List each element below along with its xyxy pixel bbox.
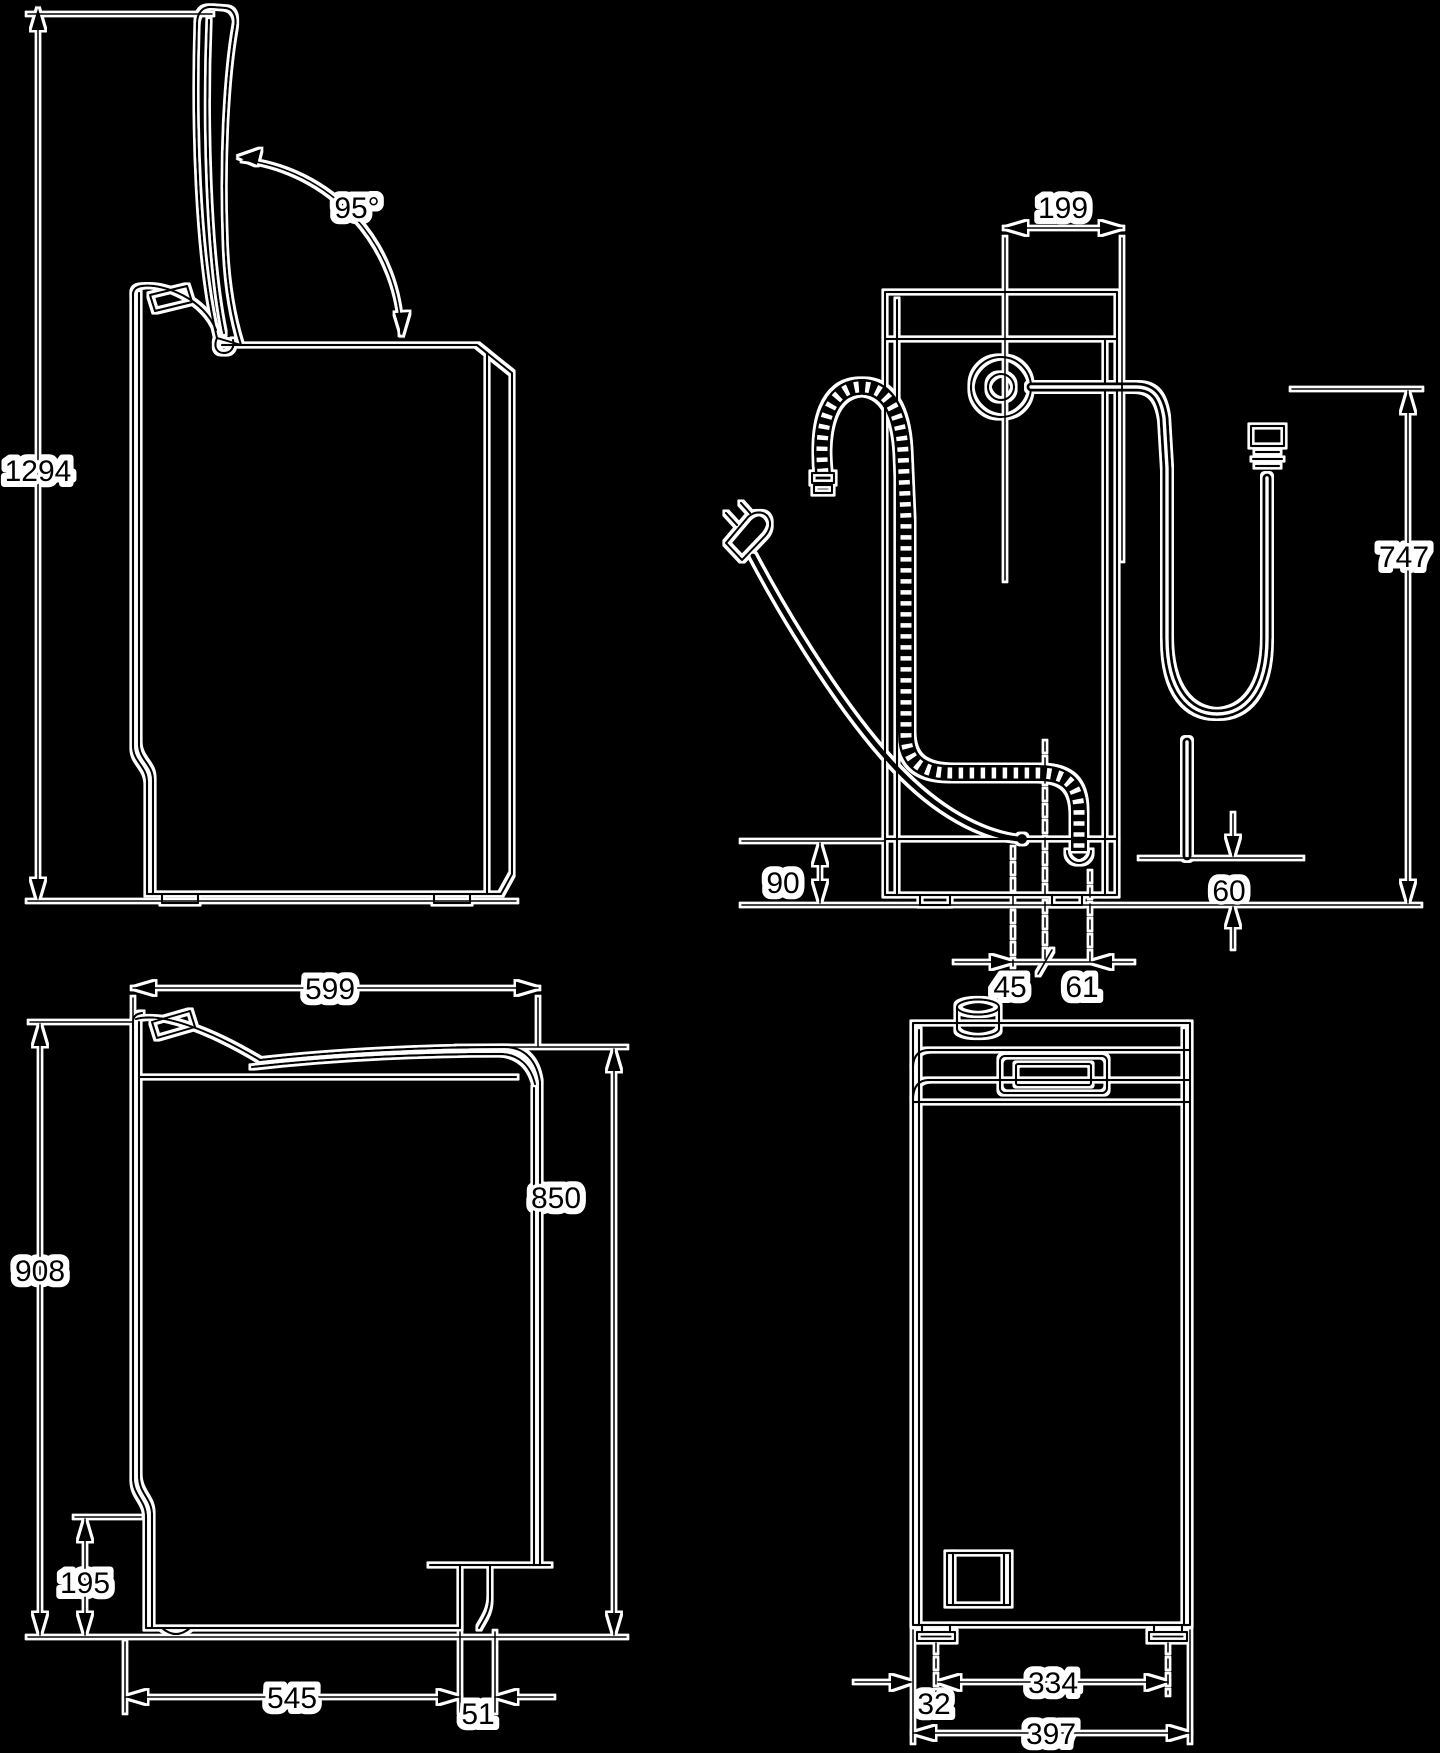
dim-label-bottom-offset-b: 61 <box>1065 971 1098 1004</box>
foot <box>432 892 472 905</box>
view-side-lid-open: 1294 95° <box>1 5 517 905</box>
dim-label-valve-offset: 199 <box>1038 192 1088 225</box>
handle-recess <box>998 1054 1109 1095</box>
dim-label-height-body: 850 <box>531 1182 581 1215</box>
hose-end <box>1065 849 1093 865</box>
machine-body-sideview <box>911 998 1192 1643</box>
view-rear: 199 747 90 60 <box>724 189 1433 1008</box>
dim-label-base-width: 545 <box>267 1682 317 1715</box>
hose-connector <box>1249 424 1286 468</box>
dimension-width: 599 <box>132 970 539 1047</box>
foot <box>918 893 952 907</box>
foot <box>160 892 200 905</box>
drain-hose <box>810 378 1192 865</box>
dimension-total-height: 1294 <box>1 8 213 901</box>
top-knob <box>955 998 1001 1038</box>
view-front: 599 908 850 195 <box>11 970 627 1735</box>
adjustable-feet <box>915 1623 1189 1643</box>
dim-label-width: 599 <box>305 973 355 1006</box>
dimension-lid-angle: 95° <box>238 149 409 336</box>
panel-knob <box>148 284 194 313</box>
dimension-base-width: 545 <box>124 1631 461 1719</box>
dimension-height-body: 850 <box>456 1046 627 1636</box>
dimension-base-depth: 397 <box>912 1629 1191 1753</box>
dimension-height-max: 908 <box>11 1021 134 1636</box>
dimension-feet-spacing: 334 <box>935 1642 1169 1704</box>
machine-body-side <box>27 5 517 905</box>
filter-access-panel <box>945 1551 1012 1607</box>
dim-label-feet-spacing: 334 <box>1028 1667 1078 1700</box>
open-lid <box>194 5 243 347</box>
dimension-valve-offset: 199 <box>1004 189 1123 581</box>
hose-clamp <box>810 471 836 495</box>
dim-label-base-side: 51 <box>461 1698 494 1731</box>
dim-label-inlet-hose-height: 747 <box>1379 541 1429 574</box>
foot <box>1050 893 1084 907</box>
dimension-inlet-hose-height: 747 <box>1291 388 1433 904</box>
dim-label-total-height: 1294 <box>5 455 72 488</box>
dim-label-height-max: 908 <box>15 1255 65 1288</box>
inlet-hose <box>969 355 1286 719</box>
dimension-left-bottom-height: 90 <box>741 840 886 904</box>
dim-label-left-bottom-height: 90 <box>766 867 799 900</box>
view-side-base: 334 32 397 <box>854 998 1192 1753</box>
dimension-plinth-height: 195 <box>56 1518 114 1636</box>
panel-knob <box>150 1009 197 1040</box>
cord-end <box>1017 834 1027 844</box>
dim-label-bottom-offset-a: 45 <box>993 971 1026 1004</box>
machine-body-front <box>27 1009 627 1638</box>
plug-icon <box>724 511 772 562</box>
dim-label-base-depth: 397 <box>1026 1718 1076 1751</box>
water-valve-icon <box>969 355 1033 419</box>
dim-label-foot-offset: 32 <box>917 1688 950 1721</box>
dim-label-drain-outlet-height: 60 <box>1212 875 1245 908</box>
dimension-bottom-offsets: 45 61 <box>954 741 1134 1008</box>
dimension-base-side: 51 <box>458 1631 554 1735</box>
power-cord <box>724 501 1027 844</box>
dimension-foot-offset: 32 <box>854 1675 954 1725</box>
dimension-drain-outlet-height: 60 <box>1139 813 1303 949</box>
dim-label-plinth-height: 195 <box>60 1567 110 1600</box>
dim-label-lid-angle: 95° <box>334 192 379 225</box>
foot <box>160 1626 192 1636</box>
